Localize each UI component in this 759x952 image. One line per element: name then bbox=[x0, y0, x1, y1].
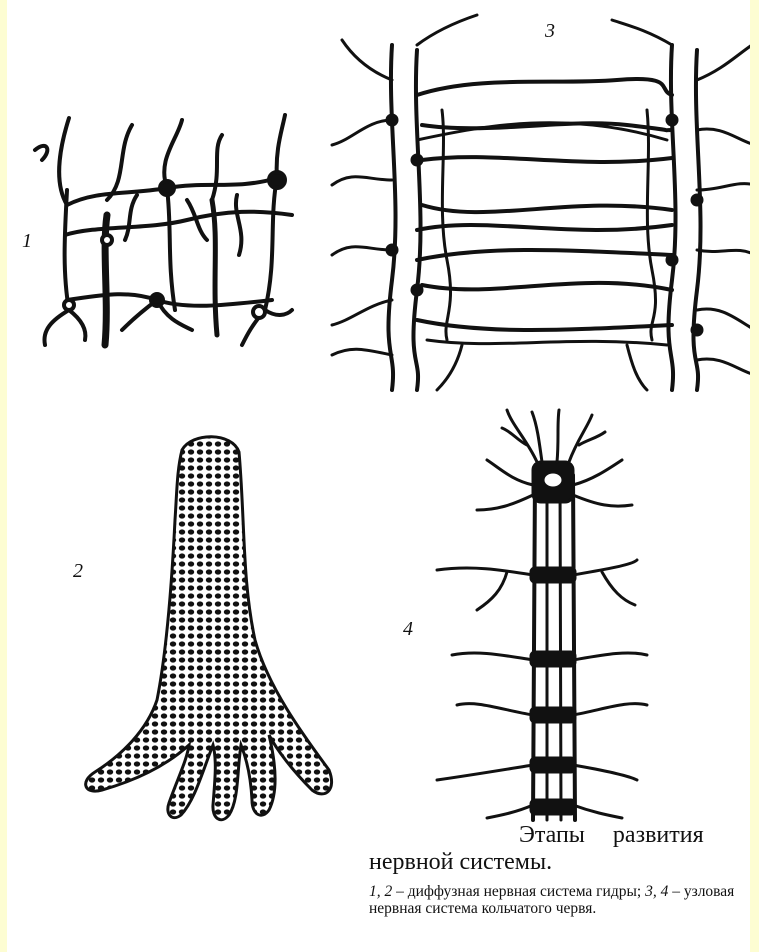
title-line-2: нервной системы. bbox=[369, 849, 751, 876]
annelid-chain bbox=[437, 410, 647, 820]
hydra-nerve-net bbox=[35, 115, 292, 345]
label-fig1: 1 bbox=[22, 230, 32, 253]
caption-part1-text: – диффузная нервная система гидры; bbox=[392, 883, 645, 900]
caption-part1-numbers: 1, 2 bbox=[369, 883, 392, 900]
label-fig3: 3 bbox=[545, 20, 555, 43]
label-fig2: 2 bbox=[73, 560, 83, 583]
label-fig4: 4 bbox=[403, 618, 413, 641]
illustration bbox=[7, 0, 759, 952]
caption-part2-numbers: 3, 4 bbox=[645, 883, 668, 900]
figure-title: Этапы развития нервной системы. bbox=[369, 822, 751, 876]
title-line-1: Этапы развития bbox=[369, 822, 751, 849]
figure-caption: 1, 2 – диффузная нервная система гидры; … bbox=[369, 883, 751, 917]
hydra-body bbox=[86, 437, 332, 820]
annelid-ladder-detail bbox=[332, 15, 755, 390]
